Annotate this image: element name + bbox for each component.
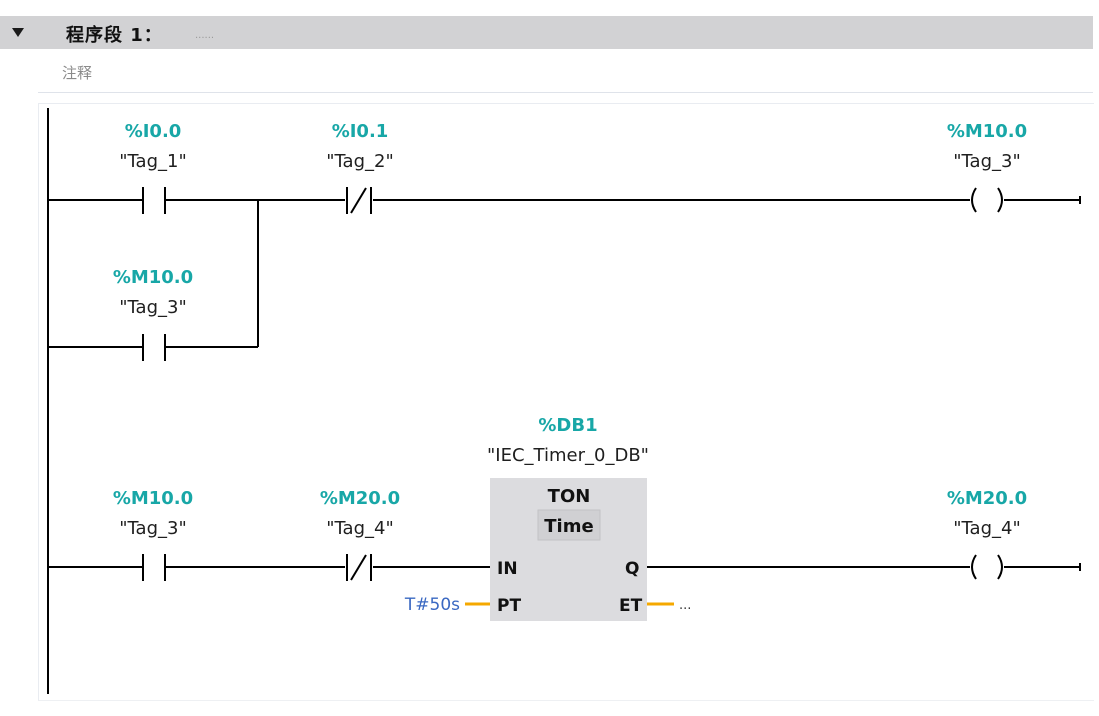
coil-m20-0[interactable]: %M20.0 "Tag_4" bbox=[947, 488, 1027, 580]
timer-et-parameter[interactable]: ... bbox=[647, 598, 691, 613]
contact-address: %I0.0 bbox=[125, 121, 182, 142]
timer-type: TON bbox=[548, 486, 591, 507]
timer-subtype: Time bbox=[544, 516, 593, 537]
timer-subtype-box[interactable] bbox=[537, 509, 601, 541]
timer-pt-parameter[interactable]: T#50s bbox=[404, 595, 490, 615]
network-comment-row[interactable]: 注释 bbox=[38, 53, 1093, 93]
contact-i0-1[interactable]: %I0.1 "Tag_2" bbox=[326, 121, 394, 214]
contact-tag: "Tag_3" bbox=[119, 518, 186, 539]
contact-address: %M10.0 bbox=[113, 488, 193, 509]
network-title-input[interactable]: ...... bbox=[195, 30, 215, 41]
contact-i0-0[interactable]: %I0.0 "Tag_1" bbox=[119, 121, 187, 214]
contact-address: %I0.1 bbox=[332, 121, 389, 142]
contact-m10-0[interactable]: %M10.0 "Tag_3" bbox=[113, 488, 193, 581]
network-header[interactable]: 程序段 1： ...... bbox=[0, 16, 1093, 49]
coil-address: %M20.0 bbox=[947, 488, 1027, 509]
network-title: 程序段 1： bbox=[66, 25, 163, 46]
pt-value[interactable]: T#50s bbox=[404, 595, 460, 615]
et-value[interactable]: ... bbox=[679, 598, 691, 613]
timer-box bbox=[490, 478, 647, 621]
contact-m20-0[interactable]: %M20.0 "Tag_4" bbox=[320, 488, 400, 581]
contact-address: %M20.0 bbox=[320, 488, 400, 509]
contact-m10-0-branch[interactable]: %M10.0 "Tag_3" bbox=[113, 267, 193, 361]
coil-tag: "Tag_3" bbox=[953, 151, 1020, 172]
timer-pin-et: ET bbox=[619, 596, 643, 616]
contact-address: %M10.0 bbox=[113, 267, 193, 288]
rung2-wires bbox=[48, 563, 1081, 571]
network-comment[interactable]: 注释 bbox=[62, 64, 93, 82]
timer-pin-q: Q bbox=[625, 559, 639, 579]
timer-pin-in: IN bbox=[497, 559, 518, 579]
timer-pin-pt: PT bbox=[497, 596, 521, 616]
coil-tag: "Tag_4" bbox=[953, 518, 1020, 539]
timer-db-name: "IEC_Timer_0_DB" bbox=[487, 445, 649, 466]
ton-timer-block[interactable]: %DB1 "IEC_Timer_0_DB" TON Time IN PT Q E… bbox=[487, 415, 649, 621]
contact-tag: "Tag_4" bbox=[326, 518, 393, 539]
contact-tag: "Tag_2" bbox=[326, 151, 393, 172]
rung1-wires bbox=[48, 196, 1081, 348]
timer-db-address: %DB1 bbox=[538, 415, 597, 436]
contact-tag: "Tag_3" bbox=[119, 297, 186, 318]
contact-tag: "Tag_1" bbox=[119, 151, 186, 172]
collapse-arrow-icon[interactable] bbox=[12, 28, 24, 37]
coil-m10-0[interactable]: %M10.0 "Tag_3" bbox=[947, 121, 1027, 213]
coil-address: %M10.0 bbox=[947, 121, 1027, 142]
